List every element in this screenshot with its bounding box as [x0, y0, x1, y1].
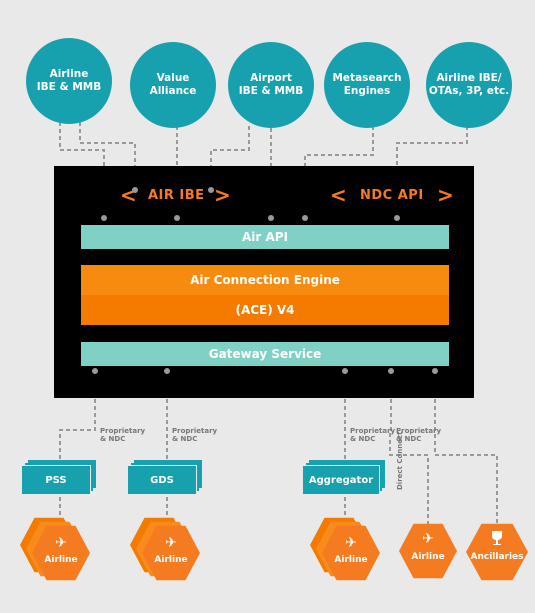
plane-icon: ✈: [165, 535, 177, 551]
airline-label: Airline: [44, 555, 78, 565]
connector-dot: [388, 368, 394, 374]
channel-metasearch-engines: Metasearch Engines: [324, 42, 410, 128]
connector-dot: [268, 215, 274, 221]
plane-icon: ✈: [345, 535, 357, 551]
connector-dot: [394, 215, 400, 221]
chevron-left-icon: <: [330, 183, 347, 207]
connector-dot: [92, 368, 98, 374]
proprietary-ndc-label: Proprietary & NDC: [100, 427, 146, 443]
chevron-right-icon: >: [437, 183, 454, 207]
airline-label: Airline: [411, 552, 445, 562]
chevron-right-icon: >: [214, 183, 231, 207]
proprietary-ndc-label: Proprietary & NDC: [172, 427, 218, 443]
connector-dot: [174, 215, 180, 221]
ndc-api-label: NDC API: [360, 188, 424, 203]
connector-dot: [132, 187, 138, 193]
proprietary-ndc-label: Proprietary & NDC: [350, 427, 396, 443]
plane-icon: ✈: [422, 531, 434, 547]
air-api-bar: Air API: [81, 225, 449, 249]
ace-engine-line2: (ACE) V4: [81, 295, 449, 325]
air-ibe-label: AIR IBE: [148, 188, 205, 203]
pss-stack: PSS: [22, 460, 102, 494]
channel-airline-ibe-otas: Airline IBE/ OTAs, 3P, etc.: [426, 42, 512, 128]
gds-stack: GDS: [128, 460, 208, 494]
connector-dot: [101, 215, 107, 221]
aggregator-stack: Aggregator: [303, 460, 389, 494]
gds-label: GDS: [128, 466, 196, 494]
connector-dot: [164, 368, 170, 374]
channel-value-alliance: Value Alliance: [130, 42, 216, 128]
pss-label: PSS: [22, 466, 90, 494]
connector-dot: [342, 368, 348, 374]
connector-dot: [432, 368, 438, 374]
connector-dot: [302, 215, 308, 221]
channel-airport-ibe-mmb: Airport IBE & MMB: [228, 42, 314, 128]
plane-icon: ✈: [55, 535, 67, 551]
channel-airline-ibe-mmb: Airline IBE & MMB: [26, 38, 112, 124]
wine-glass-icon: [461, 530, 533, 550]
proprietary-ndc-label: Proprietary & NDC: [396, 427, 442, 443]
airline-label: Airline: [154, 555, 188, 565]
connector-dot: [208, 187, 214, 193]
airline-hex: [142, 525, 200, 581]
direct-connect-label: Direct Connect: [396, 431, 404, 491]
airline-label: Airline: [334, 555, 368, 565]
ancillaries-label: Ancillaries: [470, 552, 524, 562]
ace-engine-line1: Air Connection Engine: [81, 265, 449, 295]
gateway-service-bar: Gateway Service: [81, 342, 449, 366]
aggregator-label: Aggregator: [303, 466, 379, 494]
